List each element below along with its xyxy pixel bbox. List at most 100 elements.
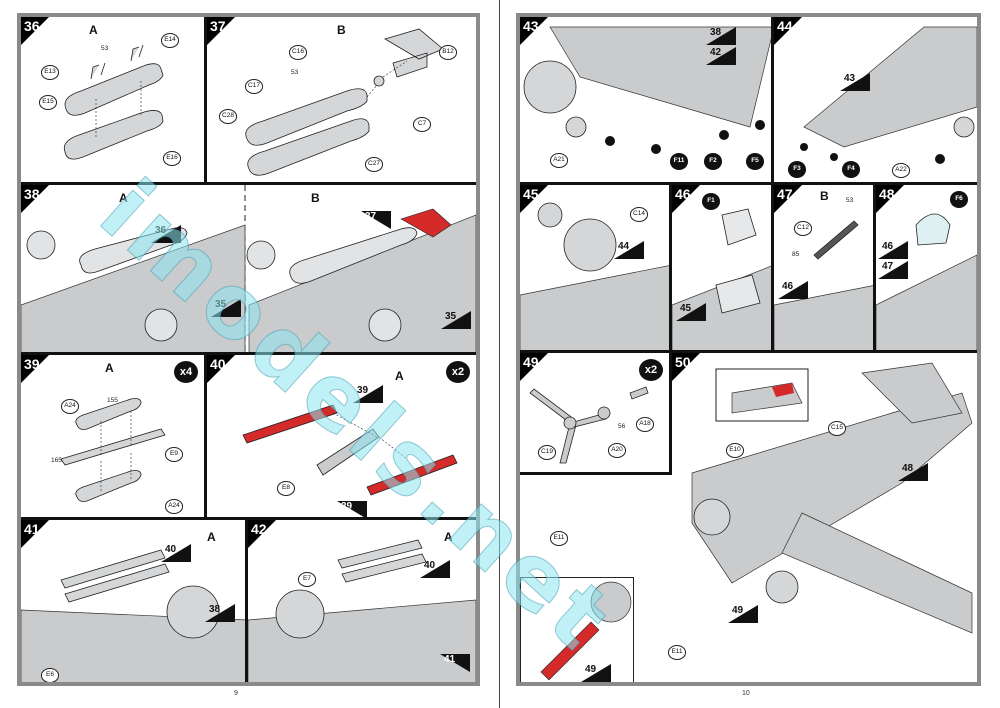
step-42-panel: 42 A 40 E7 41 <box>248 520 476 682</box>
step-number: 40 <box>210 356 226 372</box>
step-37-panel: 37 B 53 C16 B12 C17 C28 C7 C27 <box>207 17 476 185</box>
callout-F11: F11 <box>670 153 688 170</box>
variant-label: A <box>207 530 216 544</box>
callout-F4: F4 <box>842 161 860 178</box>
callout-F3: F3 <box>788 161 806 178</box>
instruction-page-left: 36 A 53 E14 E13 E15 E16 37 B <box>17 13 480 686</box>
full-aircraft-drawing <box>691 362 973 634</box>
drop-tank-b-drawing <box>245 28 444 176</box>
callout-A20: A20 <box>608 443 626 458</box>
callout-E14: E14 <box>161 33 179 48</box>
callout-E6: E6 <box>41 668 59 682</box>
callout-C19: C19 <box>538 445 556 460</box>
callout-F5: F5 <box>746 153 764 170</box>
ref-step-43: 43 <box>840 73 874 93</box>
step-number: 49 <box>523 354 539 370</box>
rocket-rail-drawing <box>60 398 166 502</box>
step-number: 46 <box>675 186 691 202</box>
drop-tank-halves-drawing <box>63 44 164 160</box>
callout-A18: A18 <box>636 417 654 432</box>
step-number: 42 <box>251 521 267 537</box>
step-44-panel: 44 43 F3 F4 A22 <box>774 17 977 185</box>
step-39-panel: 39 A x4 155 165 A24 E9 A24 <box>21 355 207 520</box>
variant-label: A <box>105 361 114 375</box>
step-48-panel: 48 F6 46 47 <box>876 185 977 353</box>
step-number: 36 <box>24 18 40 34</box>
page-divider <box>499 0 500 708</box>
ref-step-39b: 39 <box>337 501 371 517</box>
step-45-panel: 45 44 C14 <box>520 185 672 353</box>
step-number: 38 <box>24 186 40 202</box>
step-47-panel: 47 B 53 85 C12 46 <box>774 185 876 353</box>
callout-C14: C14 <box>630 207 648 222</box>
instruction-page-right: 43 38 42 A21 F11 F2 F5 44 43 F3 F4 <box>516 13 981 686</box>
quantity-badge: x4 <box>174 361 198 383</box>
dimension-56: 56 <box>618 423 626 430</box>
callout-C15: C15 <box>828 421 846 436</box>
ref-step-46: 46 <box>778 281 812 301</box>
callout-A24b: A24 <box>165 499 183 514</box>
quantity-badge: x2 <box>446 361 470 383</box>
ref-step-44: 44 <box>614 241 648 261</box>
step-38-panel: 38 A B 36 35 37 35 <box>21 185 476 355</box>
step-number: 50 <box>675 354 691 370</box>
step-46-panel: 46 F1 45 <box>672 185 774 353</box>
variant-b-label: B <box>311 191 320 205</box>
ref-step-38: 38 <box>706 27 740 47</box>
variant-label: B <box>820 189 829 203</box>
ref-step-40: 40 <box>420 560 454 580</box>
ref-step-46: 46 <box>878 241 912 261</box>
callout-E11: E11 <box>550 531 568 546</box>
propeller-detail-inset: 49 <box>520 577 634 682</box>
ref-step-49c: 49 <box>581 664 615 682</box>
step-number: 39 <box>24 356 40 372</box>
ref-step-42: 42 <box>706 47 740 67</box>
step-number: 48 <box>879 186 895 202</box>
callout-A21: A21 <box>550 153 568 168</box>
variant-label: A <box>89 23 98 37</box>
callout-C28: C28 <box>219 109 237 124</box>
callout-E16: E16 <box>163 151 181 166</box>
dimension-85: 85 <box>792 251 800 258</box>
callout-C7: C7 <box>413 117 431 132</box>
ref-step-49b: 49 <box>728 605 762 625</box>
ref-step-40: 40 <box>161 544 195 564</box>
callout-A24: A24 <box>61 399 79 414</box>
step-43-panel: 43 38 42 A21 F11 F2 F5 <box>520 17 774 185</box>
callout-F1: F1 <box>702 193 720 210</box>
callout-E11b: E11 <box>668 645 686 660</box>
engine-rocket-drawing <box>520 202 669 350</box>
step-36-panel: 36 A 53 E14 E13 E15 E16 <box>21 17 207 185</box>
callout-F2: F2 <box>704 153 722 170</box>
variant-a-label: A <box>119 191 128 205</box>
page-number-right: 10 <box>742 690 750 697</box>
rocket-assembly-drawing <box>242 404 458 496</box>
page-number-left: 9 <box>234 690 238 697</box>
callout-E7: E7 <box>298 572 316 587</box>
callout-E13: E13 <box>41 65 59 80</box>
gunner-mg-drawing <box>774 220 873 350</box>
ref-step-48: 48 <box>898 463 932 483</box>
step-number: 47 <box>777 186 793 202</box>
dimension-165: 165 <box>51 457 62 464</box>
step-40-panel: 40 A x2 39 39 E8 <box>207 355 476 520</box>
variant-label: A <box>444 530 453 544</box>
rear-canopy-drawing <box>876 213 977 350</box>
variant-label: B <box>337 23 346 37</box>
callout-C12: C12 <box>794 221 812 236</box>
callout-B12: B12 <box>439 45 457 60</box>
callout-C16: C16 <box>289 45 307 60</box>
step-number: 44 <box>777 18 793 34</box>
step-41-panel: 41 A 40 38 E6 <box>21 520 248 682</box>
variant-label: A <box>395 369 404 383</box>
wing-rocket-install-drawing-b <box>248 539 476 682</box>
prop-shaft-detail-drawing <box>540 581 632 681</box>
wing-rocket-install-drawing <box>21 549 245 682</box>
dimension-label: 53 <box>291 69 299 76</box>
ref-step-35: 35 <box>211 299 245 319</box>
callout-F6: F6 <box>950 191 968 208</box>
step-49-panel: 49 x2 56 A18 C19 A20 <box>520 353 672 475</box>
callout-C17: C17 <box>245 79 263 94</box>
step-number: 41 <box>24 521 40 537</box>
callout-E9: E9 <box>165 447 183 462</box>
